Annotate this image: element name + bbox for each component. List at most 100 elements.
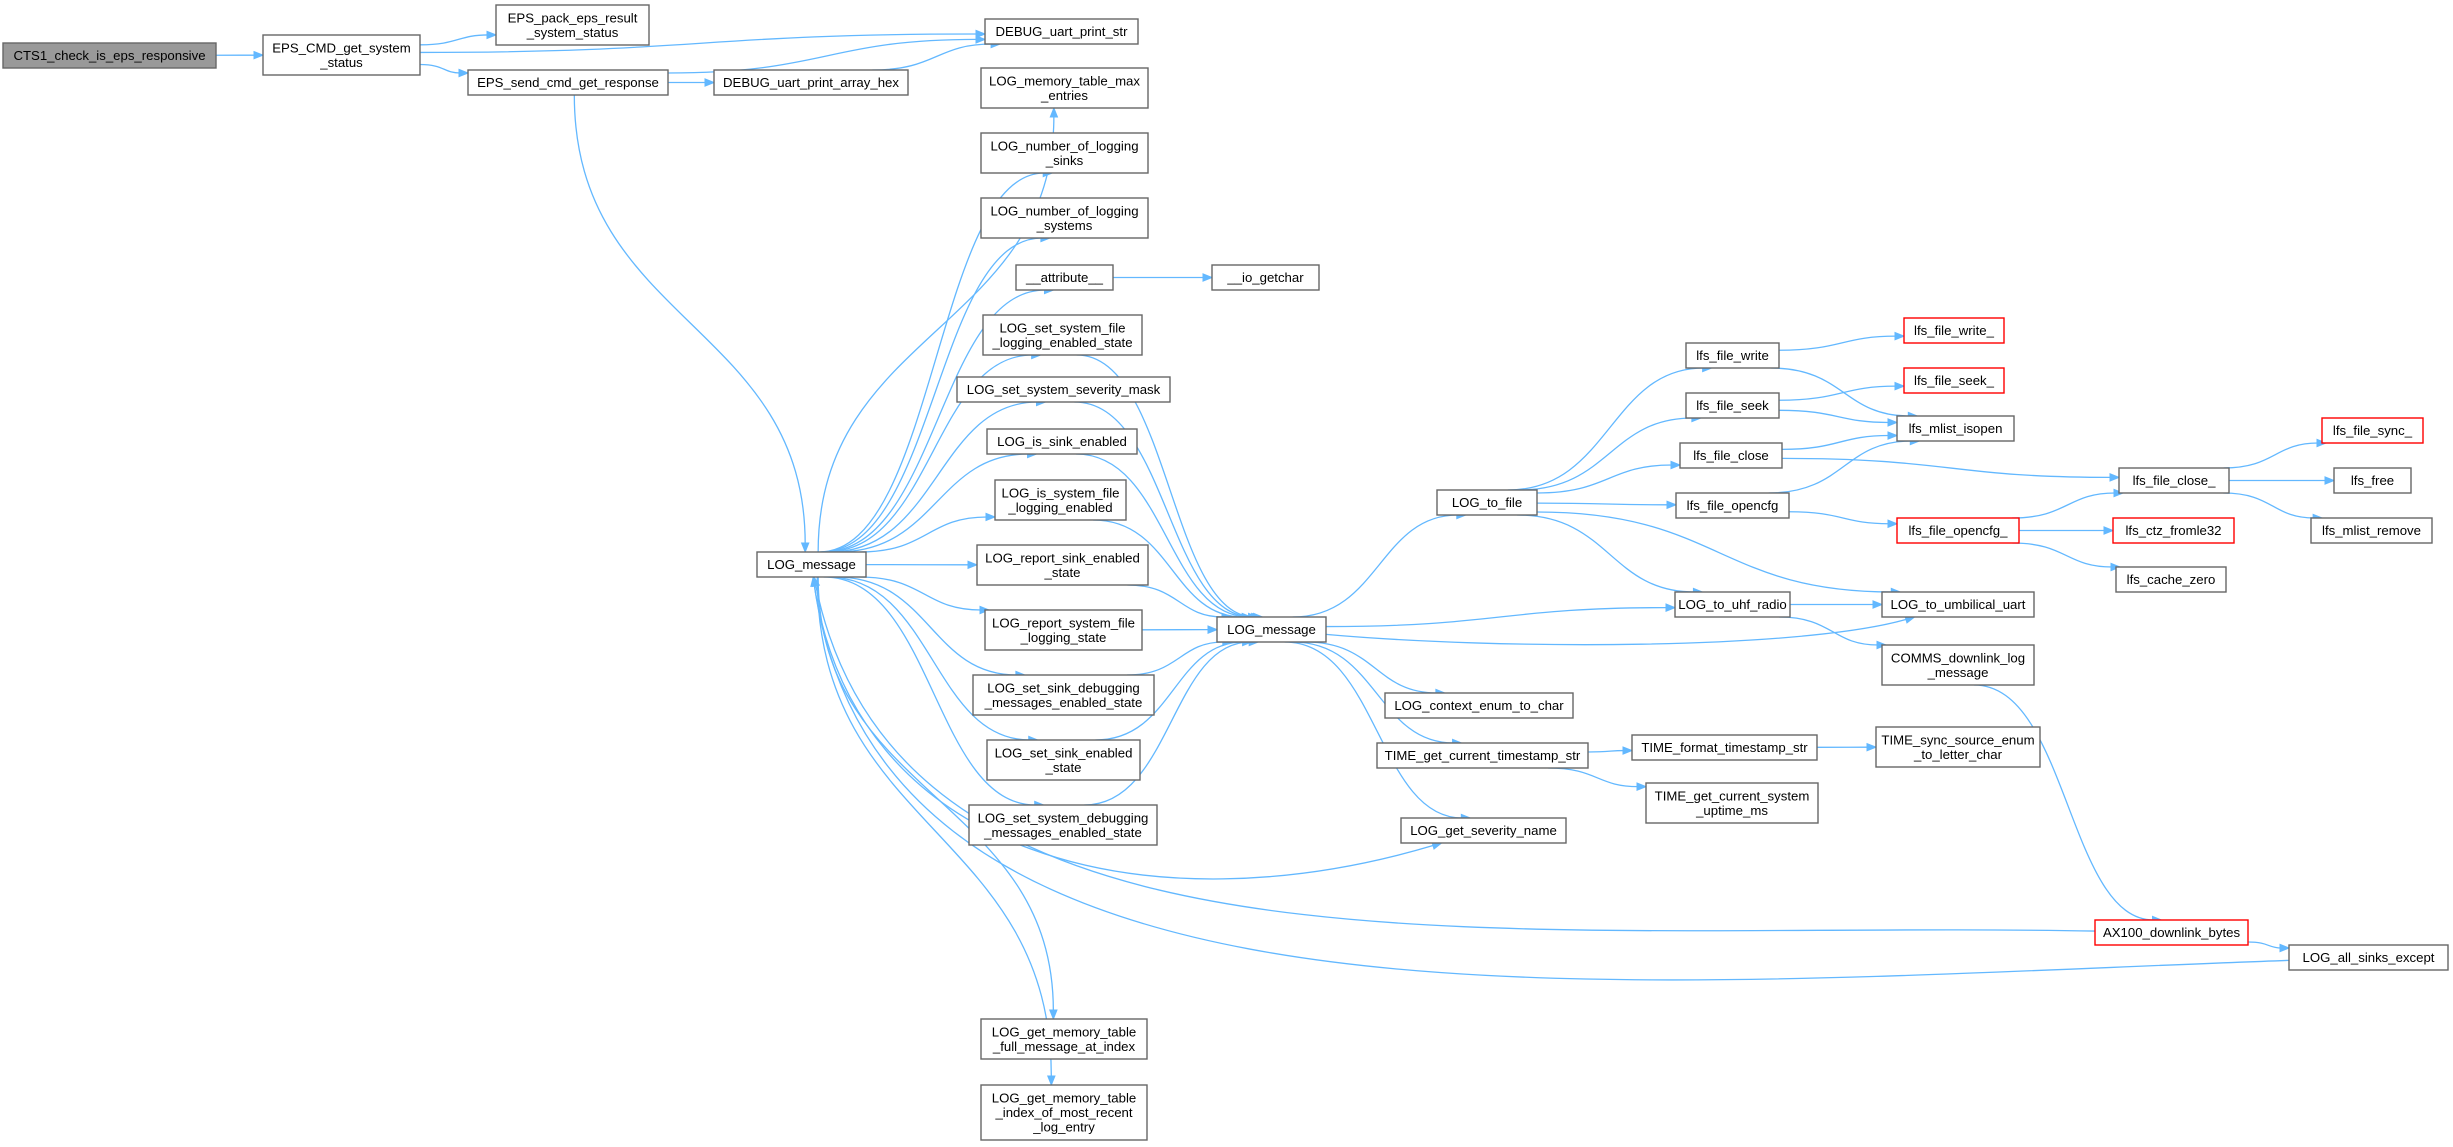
arrowhead-icon xyxy=(2279,943,2291,953)
node-box xyxy=(262,34,421,76)
node-label: LOG_set_system_file xyxy=(999,320,1125,335)
function-node-lfs-sync-[interactable]: lfs_file_sync_ xyxy=(2321,417,2424,444)
node-label: _uptime_ms xyxy=(1695,803,1768,818)
call-edge-log_msg2-to-log_uhf xyxy=(1325,606,1668,628)
function-node-lfs-free[interactable]: lfs_free xyxy=(2333,467,2412,494)
function-node-lfs-mlist-remove[interactable]: lfs_mlist_remove xyxy=(2310,517,2433,544)
node-box xyxy=(2,42,217,69)
arrowhead-icon xyxy=(2109,473,2121,482)
function-node-time-fmt[interactable]: TIME_format_timestamp_str xyxy=(1631,734,1818,761)
function-node-eps-cmd[interactable]: EPS_CMD_get_system_status xyxy=(262,34,421,76)
call-edge-log_all_sinks-to-log_msg1 xyxy=(813,584,2290,981)
node-box xyxy=(994,479,1127,521)
node-label: LOG_context_enum_to_char xyxy=(1394,698,1564,713)
function-node-lfs-opencfg-[interactable]: lfs_file_opencfg_ xyxy=(1896,517,2020,544)
function-node-cts1[interactable]: CTS1_check_is_eps_responsive xyxy=(2,42,217,69)
function-node-io-getchar[interactable]: __io_getchar xyxy=(1211,264,1320,291)
function-node-debug-hex[interactable]: DEBUG_uart_print_array_hex xyxy=(713,69,909,96)
function-node-attribute[interactable]: __attribute__ xyxy=(1015,264,1114,291)
node-label: LOG_set_sink_debugging xyxy=(987,680,1140,695)
function-node-eps-send[interactable]: EPS_send_cmd_get_response xyxy=(467,69,669,96)
function-node-time-uptime[interactable]: TIME_get_current_system_uptime_ms xyxy=(1645,782,1819,824)
function-node-set-sys-debug[interactable]: LOG_set_system_debugging_messages_enable… xyxy=(968,804,1158,846)
function-node-lfs-close[interactable]: lfs_file_close xyxy=(1679,442,1783,469)
function-node-log-num-sys[interactable]: LOG_number_of_logging_systems xyxy=(980,197,1149,239)
function-node-set-sink-en[interactable]: LOG_set_sink_enabled_state xyxy=(986,739,1141,781)
call-edge-ax100-to-log_all_sinks xyxy=(2247,941,2282,949)
node-label: DEBUG_uart_print_array_hex xyxy=(723,75,899,90)
function-node-time-ts[interactable]: TIME_get_current_timestamp_str xyxy=(1376,742,1589,769)
arrowhead-icon xyxy=(1894,381,1906,391)
node-label: lfs_cache_zero xyxy=(2127,572,2216,587)
node-label: _logging_state xyxy=(1020,630,1107,645)
node-label: lfs_free xyxy=(2351,473,2394,488)
function-node-lfs-write[interactable]: lfs_file_write xyxy=(1685,342,1780,369)
call-edge-lfs_close-to-lfs_close_ xyxy=(1781,457,2112,479)
function-node-report-sys-file[interactable]: LOG_report_system_file_logging_state xyxy=(984,609,1143,651)
arrowhead-icon xyxy=(1894,331,1906,341)
function-node-lfs-mlist-isopen[interactable]: lfs_mlist_isopen xyxy=(1896,415,2015,442)
function-node-log-uhf[interactable]: LOG_to_uhf_radio xyxy=(1674,591,1791,618)
node-box xyxy=(1645,782,1819,824)
function-node-log-to-file[interactable]: LOG_to_file xyxy=(1436,489,1538,516)
arrowhead-icon xyxy=(1670,460,1682,470)
function-node-comms-dl[interactable]: COMMS_downlink_log_message xyxy=(1881,644,2035,686)
function-node-log-msg1[interactable]: LOG_message xyxy=(756,551,867,578)
function-node-lfs-cache-zero[interactable]: lfs_cache_zero xyxy=(2115,566,2227,593)
function-node-time-sync[interactable]: TIME_sync_source_enum_to_letter_char xyxy=(1875,726,2041,768)
function-node-mem-recent[interactable]: LOG_get_memory_table_index_of_most_recen… xyxy=(980,1084,1148,1141)
function-node-is-sys-file[interactable]: LOG_is_system_file_logging_enabled xyxy=(994,479,1127,521)
function-node-ax100[interactable]: AX100_downlink_bytes xyxy=(2094,919,2249,946)
call-edge-lfs_opencfg_-to-lfs_cache_zero xyxy=(2012,542,2113,568)
function-node-log-umb[interactable]: LOG_to_umbilical_uart xyxy=(1881,591,2035,618)
function-node-log-msg2[interactable]: LOG_message xyxy=(1216,616,1327,643)
call-edge-log_msg1-to-set_sys_file xyxy=(825,354,1033,553)
function-node-lfs-close-[interactable]: lfs_file_close_ xyxy=(2118,467,2230,494)
call-edge-lfs_write-to-lfs_write_ xyxy=(1778,335,1897,351)
call-edge-log_msg1-to-report_sys_file xyxy=(859,576,982,611)
function-node-eps-pack[interactable]: EPS_pack_eps_result_system_status xyxy=(495,4,650,46)
node-box xyxy=(986,739,1141,781)
node-box xyxy=(1685,392,1780,419)
call-edge-report_sink-to-log_msg2 xyxy=(1127,584,1224,618)
function-node-log-sev[interactable]: LOG_get_severity_name xyxy=(1400,817,1567,844)
function-node-lfs-opencfg[interactable]: lfs_file_opencfg xyxy=(1675,492,1790,519)
function-node-lfs-ctz[interactable]: lfs_ctz_fromle32 xyxy=(2112,517,2235,544)
node-box xyxy=(2288,944,2449,971)
arrowhead-icon xyxy=(486,30,498,40)
function-node-set-sink-debug[interactable]: LOG_set_sink_debugging_messages_enabled_… xyxy=(972,674,1155,716)
function-node-log-ctx[interactable]: LOG_context_enum_to_char xyxy=(1384,692,1574,719)
node-label: LOG_get_severity_name xyxy=(1410,823,1557,838)
call-edge-lfs_write-to-lfs_mlist_isopen xyxy=(1770,367,1910,417)
arrowhead-icon xyxy=(1046,1075,1056,1087)
call-edge-comms_dl-to-ax100 xyxy=(1973,684,2154,921)
function-node-debug-str[interactable]: DEBUG_uart_print_str xyxy=(984,18,1139,45)
function-node-report-sink[interactable]: LOG_report_sink_enabled_state xyxy=(976,544,1149,586)
call-edge-lfs_seek-to-lfs_mlist_isopen xyxy=(1778,409,1890,424)
function-node-log-num-sinks[interactable]: LOG_number_of_logging_sinks xyxy=(980,132,1149,174)
arrowhead-icon xyxy=(800,542,810,554)
function-node-log-all-sinks[interactable]: LOG_all_sinks_except xyxy=(2288,944,2449,971)
function-node-lfs-seek[interactable]: lfs_file_seek xyxy=(1685,392,1780,419)
node-box xyxy=(986,428,1138,455)
call-edge-lfs_close-to-lfs_mlist_isopen xyxy=(1781,434,1890,451)
function-node-lfs-write-[interactable]: lfs_file_write_ xyxy=(1903,317,2005,344)
function-node-set-sys-file[interactable]: LOG_set_system_file_logging_enabled_stat… xyxy=(982,314,1143,356)
node-box xyxy=(972,674,1155,716)
node-label: lfs_mlist_isopen xyxy=(1909,421,2003,436)
call-edge-log_to_file-to-lfs_opencfg xyxy=(1536,502,1669,506)
arrowhead-icon xyxy=(458,68,470,78)
function-node-log-mem-max[interactable]: LOG_memory_table_max_entries xyxy=(980,67,1149,109)
node-label: lfs_mlist_remove xyxy=(2322,523,2421,538)
node-label: CTS1_check_is_eps_responsive xyxy=(13,48,205,63)
function-node-mem-full[interactable]: LOG_get_memory_table_full_message_at_ind… xyxy=(980,1018,1148,1060)
node-box xyxy=(756,551,867,578)
call-edge-log_to_file-to-log_uhf xyxy=(1517,514,1695,593)
function-node-set-sys-sev[interactable]: LOG_set_system_severity_mask xyxy=(956,376,1171,403)
function-node-is-sink[interactable]: LOG_is_sink_enabled xyxy=(986,428,1138,455)
function-node-lfs-seek-[interactable]: lfs_file_seek_ xyxy=(1903,367,2005,394)
call-edge-lfs_close_-to-lfs_sync_ xyxy=(2223,442,2319,469)
node-label: __attribute__ xyxy=(1025,270,1104,285)
call-edge-log_msg2-to-log_ctx xyxy=(1305,641,1437,694)
node-label: COMMS_downlink_log xyxy=(1891,650,2025,665)
